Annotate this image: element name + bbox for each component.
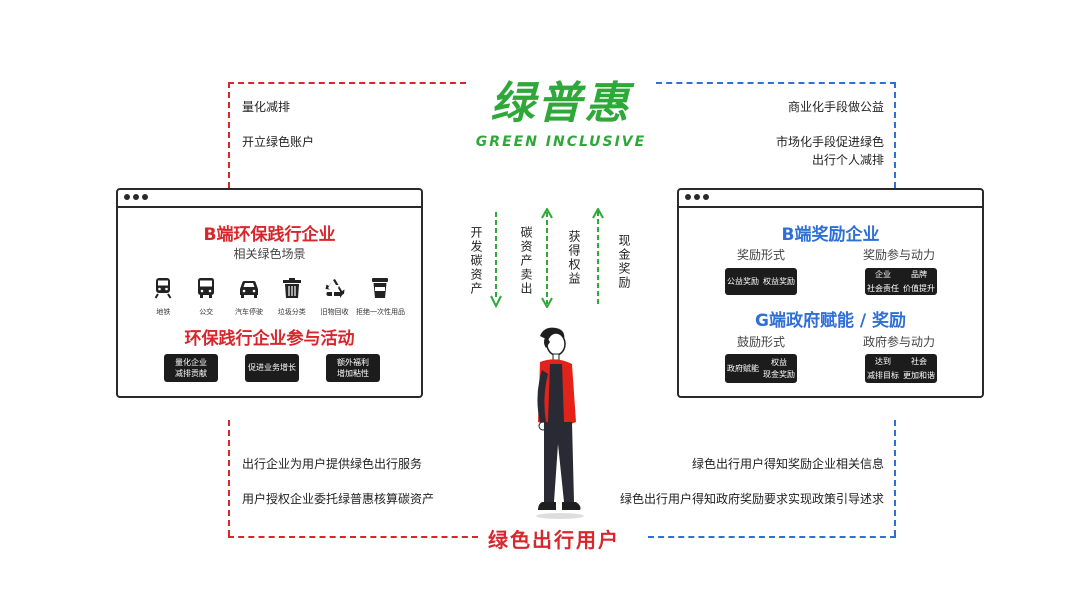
scene-label: 旧物回收 xyxy=(320,308,349,316)
chip-business-growth: 促进业务增长 xyxy=(245,354,299,382)
subway-icon xyxy=(155,278,172,299)
arrow-label-gain-rights: 获得权益 xyxy=(567,230,581,286)
chip-text: 权益奖励 xyxy=(763,276,795,286)
scene-row: 地铁 公交 汽车停驶 xyxy=(142,276,405,317)
chip-quantify-contribution: 量化企业 减排贡献 xyxy=(164,354,218,382)
right-panel-titlebar xyxy=(679,190,982,208)
frame-blue-right-lower xyxy=(894,420,896,536)
g-government-motivation-label: 政府参与动力 xyxy=(862,335,935,349)
window-dot-icon xyxy=(133,194,139,200)
chip-text: 公益奖励 xyxy=(727,276,759,286)
scene-car: 汽车停驶 xyxy=(228,276,271,317)
top-right-line-2: 市场化手段促进绿色 出行个人减排 xyxy=(775,135,884,167)
b-reward-title: B端奖励企业 xyxy=(781,225,880,245)
top-right-line-1: 商业化手段做公益 xyxy=(787,100,884,114)
chip-g-government-motivation: 达到 社会 减排目标 更加和谐 xyxy=(865,354,937,383)
chip-g-encourage-form: 政府赋能 权益 现金奖励 xyxy=(725,354,797,383)
chip-text: 权益 xyxy=(771,358,787,368)
scene-label: 公交 xyxy=(199,308,214,316)
activity-title: 环保践行企业参与活动 xyxy=(184,329,355,349)
frame-blue-right-upper xyxy=(894,82,896,188)
left-panel-title: B端环保践行企业 xyxy=(203,225,336,245)
frame-red-left-upper xyxy=(228,82,230,188)
logo-english: GREEN INCLUSIVE xyxy=(475,134,647,150)
frame-blue-top xyxy=(656,82,896,84)
b-reward-motivation-label: 奖励参与动力 xyxy=(862,248,935,262)
frame-red-left-lower xyxy=(228,420,230,536)
chip-text: 社会 xyxy=(911,356,927,366)
chip-text: 现金奖励 xyxy=(763,369,795,379)
chip-text: 社会责任 xyxy=(867,283,899,293)
trash-bin-icon xyxy=(282,278,301,298)
window-dot-icon xyxy=(142,194,148,200)
chip-stack: 权益 现金奖励 xyxy=(761,357,797,379)
left-panel-titlebar xyxy=(118,190,421,208)
chip-b-reward-motivation: 企业 品牌 社会责任 价值提升 xyxy=(865,268,937,295)
left-browser-panel: B端环保践行企业 相关绿色场景 地铁 公交 xyxy=(116,188,423,398)
window-dot-icon xyxy=(685,194,691,200)
chip-text: 品牌 xyxy=(911,270,927,280)
frame-red-bottom xyxy=(228,536,478,538)
logo: 绿普惠 GREEN INCLUSIVE xyxy=(466,78,656,151)
car-icon xyxy=(239,281,258,298)
chip-text: 减排目标 xyxy=(867,371,899,381)
window-dot-icon xyxy=(124,194,130,200)
chip-text: 价值提升 xyxy=(903,283,935,293)
scene-label: 地铁 xyxy=(156,308,171,316)
chip-text: 达到 xyxy=(875,356,891,366)
scene-label: 汽车停驶 xyxy=(234,308,263,316)
right-browser-panel: B端奖励企业 奖励形式 奖励参与动力 公益奖励 权益奖励 企业 品牌 社会责任 … xyxy=(677,188,984,398)
green-travel-user-title: 绿色出行用户 xyxy=(482,524,626,553)
frame-red-top xyxy=(228,82,466,84)
scene-recycle: 旧物回收 xyxy=(313,276,356,317)
scene-label: 垃圾分类 xyxy=(277,308,306,316)
bottom-left-line-1: 出行企业为用户提供绿色出行服务 xyxy=(242,457,423,471)
chip-text: 企业 xyxy=(875,270,891,280)
arrow-label-cash-reward: 现金奖励 xyxy=(617,234,631,290)
bottom-right-line-1: 绿色出行用户得知奖励企业相关信息 xyxy=(691,457,884,471)
g-government-title: G端政府赋能 / 奖励 xyxy=(755,311,906,331)
scene-label: 拒绝一次性用品 xyxy=(355,308,405,316)
window-dot-icon xyxy=(703,194,709,200)
bottom-right-line-2: 绿色出行用户得知政府奖励要求实现政策引导述求 xyxy=(619,492,884,506)
scene-cup: 拒绝一次性用品 xyxy=(355,276,405,317)
arrow-label-sell-carbon: 碳资产卖出 xyxy=(519,226,533,296)
scene-bus: 公交 xyxy=(185,276,228,317)
logo-chinese: 绿普惠 xyxy=(490,78,632,129)
arrow-down-icon xyxy=(490,212,502,308)
arrow-both-icon xyxy=(541,208,553,308)
cup-icon xyxy=(371,278,388,298)
top-left-line-2: 开立绿色账户 xyxy=(242,135,315,149)
chip-text: 更加和谐 xyxy=(903,371,935,381)
arrow-up-icon xyxy=(592,208,604,306)
chip-extra-benefits: 额外福利 增加粘性 xyxy=(326,354,380,382)
b-reward-form-label: 奖励形式 xyxy=(736,248,785,262)
g-encourage-form-label: 鼓励形式 xyxy=(736,335,785,349)
chip-b-reward-form: 公益奖励 权益奖励 xyxy=(725,268,797,295)
bottom-left-line-2: 用户授权企业委托绿普惠核算碳资产 xyxy=(242,492,435,506)
bus-icon xyxy=(198,278,215,298)
scene-trash: 垃圾分类 xyxy=(270,276,313,317)
recycle-icon xyxy=(325,279,345,298)
chip-text: 政府赋能 xyxy=(727,364,759,373)
left-panel-subtitle: 相关绿色场景 xyxy=(233,247,306,261)
frame-blue-bottom xyxy=(648,536,896,538)
scene-subway: 地铁 xyxy=(142,276,185,317)
top-left-line-1: 量化减排 xyxy=(242,100,291,114)
user-person-illustration xyxy=(536,327,584,519)
arrow-label-develop-carbon: 开发碳资产 xyxy=(469,226,483,296)
window-dot-icon xyxy=(694,194,700,200)
